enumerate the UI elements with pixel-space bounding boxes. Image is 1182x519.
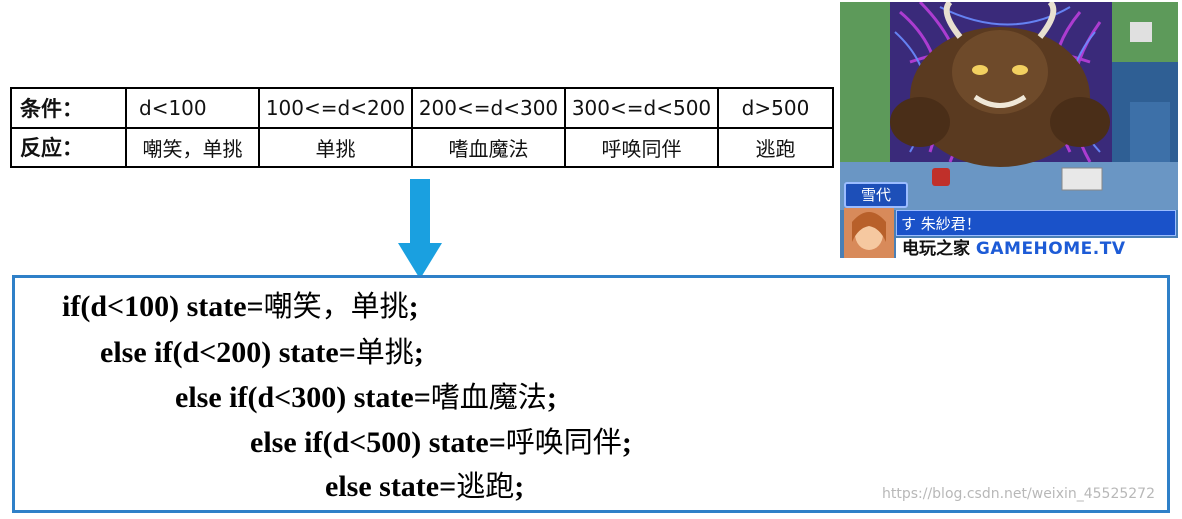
code-value: 嘲笑，单挑 [263, 289, 409, 323]
game-screenshot: 雪代 す 朱紗君！ 电玩之家 GAMEHOME.TV [840, 2, 1178, 258]
code-text: else if(d<200) state= [100, 336, 356, 369]
code-line: else if(d<200) state=单挑; [100, 338, 424, 368]
response-cell: 嘲笑，单挑 [125, 126, 260, 168]
dialog-bubble: す 朱紗君！ [896, 210, 1176, 236]
code-line: else state=逃跑; [325, 472, 524, 502]
condition-cell: d<100 [125, 87, 260, 129]
code-end: ; [546, 381, 557, 414]
condition-cell: 200<=d<300 [411, 87, 566, 129]
code-value: 嗜血魔法 [430, 380, 547, 414]
condition-cell: d>500 [717, 87, 834, 129]
speaker-tag: 雪代 [844, 182, 908, 208]
code-value: 逃跑 [456, 469, 515, 503]
code-line: else if(d<500) state=呼唤同伴; [250, 428, 632, 458]
code-end: ; [408, 290, 419, 323]
code-line: else if(d<300) state=嗜血魔法; [175, 383, 557, 413]
gamehome-logo: 电玩之家 GAMEHOME.TV [896, 238, 1178, 258]
code-line: if(d<100) state=嘲笑，单挑; [62, 292, 419, 322]
code-text: else if(d<300) state= [175, 381, 431, 414]
down-arrow-icon [398, 179, 442, 279]
response-cell: 逃跑 [717, 126, 834, 168]
code-end: ; [413, 336, 424, 369]
response-cell: 嗜血魔法 [411, 126, 566, 168]
code-end: ; [514, 470, 525, 503]
condition-cell: 100<=d<200 [258, 87, 413, 129]
code-value: 单挑 [355, 335, 414, 369]
code-value: 呼唤同伴 [505, 425, 622, 459]
condition-cell: 300<=d<500 [564, 87, 719, 129]
code-end: ; [621, 426, 632, 459]
game-scene [840, 2, 1178, 258]
code-box: if(d<100) state=嘲笑，单挑; else if(d<200) st… [12, 275, 1170, 513]
condition-row: 条件： d<100 100<=d<200 200<=d<300 300<=d<5… [10, 87, 834, 129]
response-cell: 单挑 [258, 126, 413, 168]
code-text: else if(d<500) state= [250, 426, 506, 459]
response-cell: 呼唤同伴 [564, 126, 719, 168]
response-label: 反应： [10, 126, 127, 168]
watermark: https://blog.csdn.net/weixin_45525272 [881, 486, 1155, 502]
code-text: else state= [325, 470, 457, 503]
condition-label: 条件： [10, 87, 127, 129]
logo-en: GAMEHOME.TV [975, 239, 1126, 258]
code-text: if(d<100) state= [62, 290, 264, 323]
condition-response-table: 条件： d<100 100<=d<200 200<=d<300 300<=d<5… [10, 87, 834, 168]
response-row: 反应： 嘲笑，单挑 单挑 嗜血魔法 呼唤同伴 逃跑 [10, 126, 834, 168]
logo-cn: 电玩之家 [902, 239, 970, 258]
